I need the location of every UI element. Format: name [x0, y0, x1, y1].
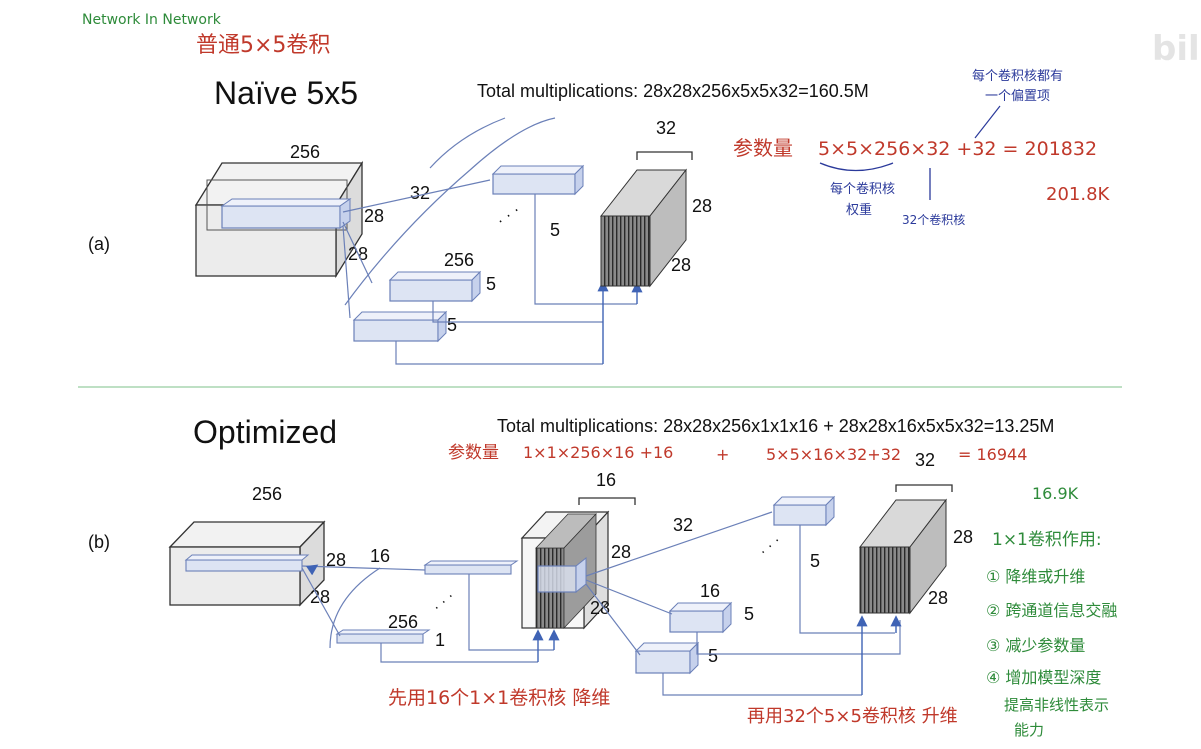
section-a-total: Total multiplications: 28x28x256x5x5x32=…	[477, 81, 869, 101]
notes-1x1-extra-2: 能力	[1014, 721, 1044, 739]
section-b-output-width: 28	[928, 588, 948, 608]
section-b-f2-box-top	[772, 495, 836, 527]
section-b-params-part1: 1×1×256×16 +16	[523, 443, 673, 462]
section-b-input-height: 28	[326, 550, 346, 570]
section-b-dots-1: · · ·	[429, 588, 458, 616]
params-label-top: 参数量	[733, 136, 793, 160]
section-b-dots-2: · · ·	[755, 532, 784, 560]
section-a-output-brace	[636, 151, 693, 160]
weight-brace	[819, 162, 894, 172]
section-b-params-label: 参数量	[448, 443, 499, 463]
bias-note-line1: 每个卷积核都有	[972, 68, 1063, 84]
section-a-funnel-curve	[344, 117, 556, 306]
section-a-filter-kernel-3: 5	[550, 220, 560, 240]
section-b-connectors-1	[301, 565, 554, 663]
section-a-filter-channels: 256	[444, 250, 474, 270]
section-b-mid-height: 28	[611, 542, 631, 562]
section-b-params-part2: 5×5×16×32+32	[766, 445, 901, 464]
section-b-f1-box-top	[423, 560, 519, 575]
params-k-top: 201.8K	[1046, 184, 1111, 205]
section-a-filter-box-mid	[388, 270, 482, 303]
section-b-input-depth: 256	[252, 484, 282, 504]
section-b-output-volume	[858, 498, 948, 615]
section-b-f2-kernel-2: 5	[708, 646, 718, 666]
section-b-f2-box-mid	[668, 601, 733, 634]
reduce-dimension-note: 先用16个1×1卷积核 降维	[388, 687, 610, 709]
section-a-label: (a)	[88, 234, 110, 254]
section-b-mid-depth: 16	[596, 470, 616, 490]
section-a-output-depth: 32	[656, 118, 676, 138]
section-a-filter-kernel-1: 5	[486, 274, 496, 294]
section-b-mid-volume	[520, 510, 610, 630]
notes-1x1-item-3: ③ 减少参数量	[986, 636, 1085, 655]
bias-note-line2: 一个偏置项	[985, 89, 1050, 104]
section-a-output-height: 28	[692, 196, 712, 216]
kernel-count-note: 32个卷积核	[902, 212, 965, 227]
expand-dimension-note: 再用32个5×5卷积核 升维	[747, 706, 958, 727]
section-b-output-height: 28	[953, 527, 973, 547]
section-a-filter-kernel-2: 5	[447, 315, 457, 335]
section-b-f2-channels: 16	[700, 581, 720, 601]
section-b-f1-box-bottom	[335, 629, 431, 644]
section-b-params-k: 16.9K	[1032, 484, 1079, 503]
params-formula-top: 5×5×256×32 +32 = 201832	[818, 138, 1097, 160]
weight-note-line2: 权重	[846, 202, 872, 218]
section-b-arrows-1	[532, 629, 560, 662]
section-b-f2-kernel-3: 5	[810, 551, 820, 571]
section-b-mid-width: 28	[590, 598, 610, 618]
section-a-funnel-curve-2	[429, 117, 506, 169]
section-a-input-height: 28	[364, 206, 384, 226]
section-b-f2-box-bottom	[634, 641, 700, 675]
section-a-dots: · · ·	[493, 202, 523, 230]
section-b-f1-channels: 256	[388, 612, 418, 632]
section-a-input-volume	[194, 160, 364, 279]
section-b-arrows-2	[856, 615, 902, 695]
section-b-mid-brace	[578, 497, 636, 505]
section-b-f2-kernel-1: 5	[744, 604, 754, 624]
section-b-input-volume	[168, 520, 326, 607]
section-b-label: (b)	[88, 532, 110, 552]
network-in-network-note: Network In Network	[82, 12, 222, 28]
weight-note-line1: 每个卷积核	[830, 181, 895, 197]
section-b-f1-count: 16	[370, 546, 390, 566]
section-b-output-brace	[895, 484, 953, 492]
section-b-title: Optimized	[193, 414, 337, 450]
section-b-connectors-2	[585, 511, 901, 696]
section-b-f2-count: 32	[673, 515, 693, 535]
section-a-filter-count: 32	[410, 183, 430, 203]
section-b-output-depth: 32	[915, 450, 935, 470]
section-b-input-arrow	[305, 564, 319, 576]
section-a-arrows	[597, 280, 643, 364]
notes-1x1-item-4: ④ 增加模型深度	[986, 668, 1101, 687]
notes-1x1-extra-1: 提高非线性表示	[1004, 696, 1109, 714]
section-b-params-plus: +	[716, 445, 729, 464]
normal-conv-note: 普通5×5卷积	[196, 33, 330, 58]
watermark-logo: bili	[1152, 29, 1201, 69]
bias-note-pointer	[974, 105, 1001, 139]
section-a-filter-box-top	[491, 164, 585, 196]
section-a-filter-box-bottom	[352, 310, 448, 343]
section-b-total: Total multiplications: 28x28x256x1x1x16 …	[497, 416, 1054, 436]
section-a-title: Naïve 5x5	[214, 75, 358, 111]
notes-1x1-item-1: ① 降维或升维	[986, 567, 1085, 586]
section-a-output-volume	[599, 168, 688, 288]
section-b-f1-kernel: 1	[435, 630, 445, 650]
section-b-input-width: 28	[310, 587, 330, 607]
section-a-output-width: 28	[671, 255, 691, 275]
section-a-input-depth: 256	[290, 142, 320, 162]
section-b-params-result: = 16944	[958, 445, 1027, 464]
notes-1x1-item-2: ② 跨通道信息交融	[986, 601, 1117, 620]
section-b-funnel-curve	[329, 567, 381, 649]
notes-1x1-heading: 1×1卷积作用:	[992, 530, 1102, 550]
